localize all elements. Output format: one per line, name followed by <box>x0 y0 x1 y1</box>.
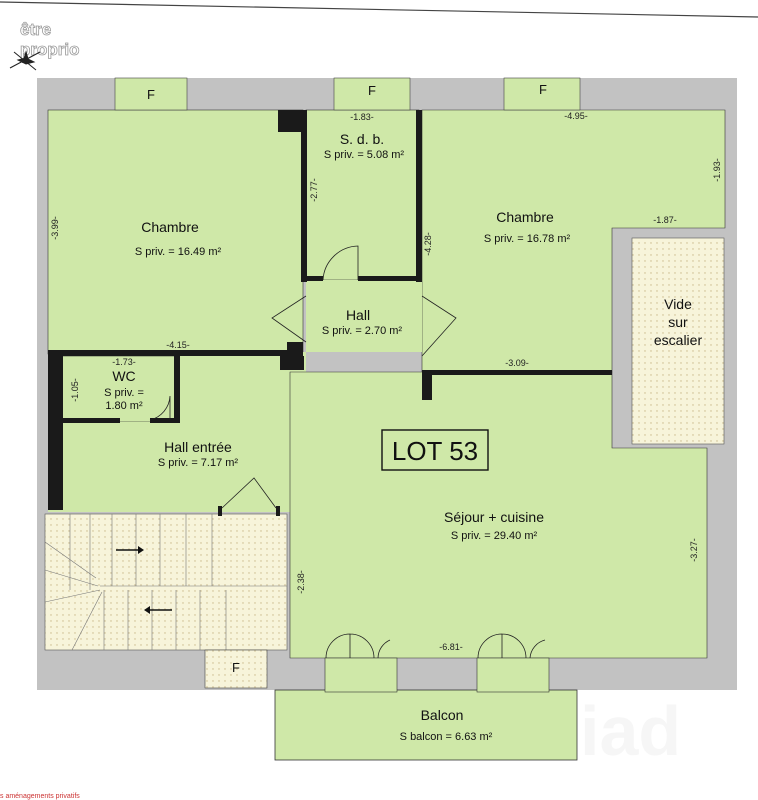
room-wc <box>59 355 179 423</box>
sejour-name: Séjour + cuisine <box>444 509 544 525</box>
door-swings <box>149 245 546 659</box>
sdb-name: S. d. b. <box>340 131 384 147</box>
brand-line2: proprio <box>20 40 80 59</box>
balcon-area: S balcon = 6.63 m² <box>400 731 493 743</box>
dim-6-81: -6.81- <box>439 642 463 652</box>
wc-name: WC <box>112 368 135 384</box>
chambre-left-area: S priv. = 16.49 m² <box>135 246 222 258</box>
room-hall-entree <box>48 422 290 512</box>
hall-area: S priv. = 2.70 m² <box>322 325 403 337</box>
dim-3-27: -3.27- <box>689 538 699 562</box>
room-hall <box>306 280 422 352</box>
lot-box <box>381 429 489 471</box>
dim-2-38: -2.38- <box>296 570 306 594</box>
brand-line1: être <box>20 20 51 39</box>
dim-1-93: -1.93- <box>712 158 722 182</box>
dim-1-87: -1.87- <box>653 215 677 225</box>
sdb-area: S priv. = 5.08 m² <box>324 149 405 161</box>
dim-3-99: -3.99- <box>50 216 60 240</box>
window-bottom <box>204 649 268 689</box>
room-chambre-left <box>47 109 304 355</box>
window-top-left <box>114 77 188 111</box>
lot-label: LOT 53 <box>392 436 478 466</box>
dim-4-15: -4.15- <box>166 340 190 350</box>
hall-name: Hall <box>346 307 370 323</box>
compass-icon <box>9 50 41 71</box>
void-over-stairs <box>631 237 725 445</box>
brand-logo: être proprio <box>20 20 80 60</box>
chambre-left-name: Chambre <box>141 219 199 235</box>
staircase <box>44 513 288 651</box>
stair-treads <box>44 514 287 651</box>
stair-arrow-right-icon <box>116 546 144 554</box>
window-top-right <box>503 77 581 111</box>
dim-4-28: -4.28- <box>423 232 433 256</box>
window-top-middle <box>333 77 411 111</box>
room-balcon <box>274 689 578 761</box>
dim-1-05: -1.05- <box>70 378 80 402</box>
watermark: iad <box>580 692 681 770</box>
wc-area-line1: S priv. = <box>104 387 144 399</box>
hall-entree-area: S priv. = 7.17 m² <box>158 457 239 469</box>
chambre-right-name: Chambre <box>496 209 554 225</box>
dim-1-73: -1.73- <box>112 357 136 367</box>
dim-3-09: -3.09- <box>505 358 529 368</box>
balcony-door-left <box>324 657 398 693</box>
stair-arrow-left-icon <box>144 606 172 614</box>
chambre-right-area: S priv. = 16.78 m² <box>484 233 571 245</box>
vide-line1: Vide <box>664 296 692 312</box>
wc-area-line2: 1.80 m² <box>105 400 143 412</box>
footnote: s aménagements privatifs <box>0 793 80 800</box>
vide-line2: sur <box>668 314 688 330</box>
dim-1-83: -1.83- <box>350 112 374 122</box>
dim-2-77: -2.77- <box>309 178 319 202</box>
window-label-top-left: F <box>147 87 155 102</box>
balcony-door-right <box>476 657 550 693</box>
balcon-name: Balcon <box>421 707 464 723</box>
sejour-area: S priv. = 29.40 m² <box>451 530 538 542</box>
vide-line3: escalier <box>654 332 703 348</box>
window-label-bottom: F <box>232 660 240 675</box>
hall-entree-name: Hall entrée <box>164 439 232 455</box>
page-border-line <box>0 1 758 18</box>
window-label-top-middle: F <box>368 83 376 98</box>
dim-4-95: -4.95- <box>564 111 588 121</box>
interior-walls <box>48 110 612 516</box>
window-label-top-right: F <box>539 82 547 97</box>
